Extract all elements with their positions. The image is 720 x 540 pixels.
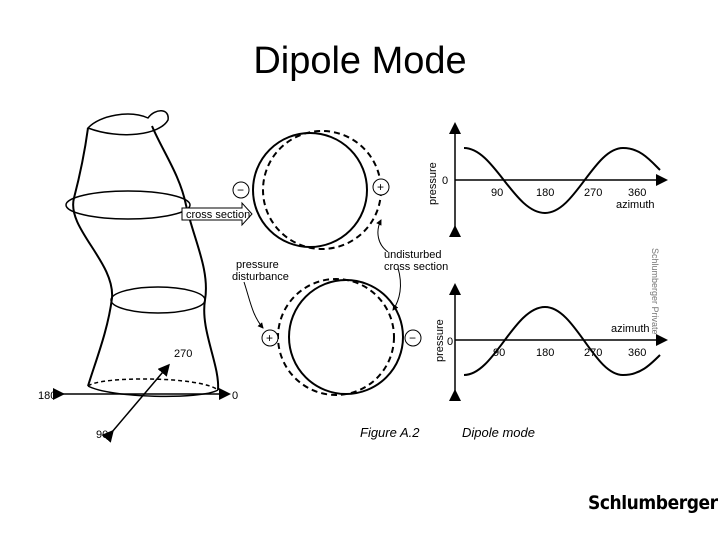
undisturbed-label-line1: undisturbed (384, 249, 442, 261)
bottom-plot-tick-270: 270 (584, 347, 602, 359)
bottom-plot-zero: 0 (447, 336, 453, 348)
bottom-plot-xlabel: azimuth (611, 323, 650, 335)
bottom-plot-curve (463, 305, 661, 377)
pressure-disturbance-label-line1: pressure (236, 259, 279, 271)
axis-label-90: 90 (96, 429, 108, 441)
top-plot-tick-360: 360 (628, 187, 646, 199)
bottom-disturbed-circle (288, 279, 404, 395)
axis-90-270 (101, 363, 170, 443)
bottom-minus-marker: − (404, 329, 422, 347)
borehole-left-wall (72, 127, 114, 387)
top-undisturbed-circle (262, 130, 382, 250)
borehole-top-rim (86, 110, 169, 136)
undisturbed-label-line2: cross section (384, 261, 448, 273)
borehole-middle-section (110, 286, 206, 314)
top-plot-tick-180: 180 (536, 187, 554, 199)
borehole-illustration (65, 110, 220, 398)
top-minus-marker: − (232, 181, 250, 199)
top-plot-tick-270: 270 (584, 187, 602, 199)
top-plus-marker: + (372, 178, 390, 196)
top-pressure-plot: pressure 0 90 180 270 360 azimuth (427, 122, 668, 237)
top-disturbed-circle (252, 132, 368, 248)
slide-title: Dipole Mode (253, 40, 467, 82)
svg-text:−: − (237, 183, 244, 197)
bottom-undisturbed-circle (277, 278, 395, 396)
figure-caption-number: Figure A.2 (360, 425, 420, 440)
bottom-plot-tick-90: 90 (493, 347, 505, 359)
svg-text:+: + (377, 180, 384, 194)
top-plot-xlabel: azimuth (616, 199, 655, 211)
bottom-plus-marker: + (261, 329, 279, 347)
bottom-plot-tick-180: 180 (536, 347, 554, 359)
figure-caption-text: Dipole mode (462, 425, 535, 440)
schlumberger-logo: Schlumberger (588, 492, 718, 514)
svg-text:−: − (409, 331, 416, 345)
bottom-pressure-plot: pressure 0 90 180 270 360 azimuth (434, 283, 668, 401)
axis-label-270: 270 (174, 348, 192, 360)
borehole-azimuth-axes (53, 363, 231, 443)
bottom-plot-tick-360: 360 (628, 347, 646, 359)
axis-label-0: 0 (232, 390, 238, 402)
top-plot-curve (463, 146, 661, 215)
cross-section-label: cross section (186, 209, 250, 221)
borehole-upper-section (65, 190, 191, 220)
cross-section-callout: cross section (181, 201, 253, 227)
top-plot-zero: 0 (442, 175, 448, 187)
bottom-plot-ylabel: pressure (434, 319, 446, 362)
axis-label-180: 180 (38, 390, 56, 402)
top-cross-section (252, 130, 382, 250)
borehole-right-wall (151, 125, 220, 391)
top-plot-ylabel: pressure (427, 162, 439, 205)
top-plot-tick-90: 90 (491, 187, 503, 199)
pressure-disturbance-label-line2: disturbance (232, 271, 289, 283)
svg-text:+: + (266, 331, 273, 345)
bottom-cross-section (277, 278, 404, 396)
